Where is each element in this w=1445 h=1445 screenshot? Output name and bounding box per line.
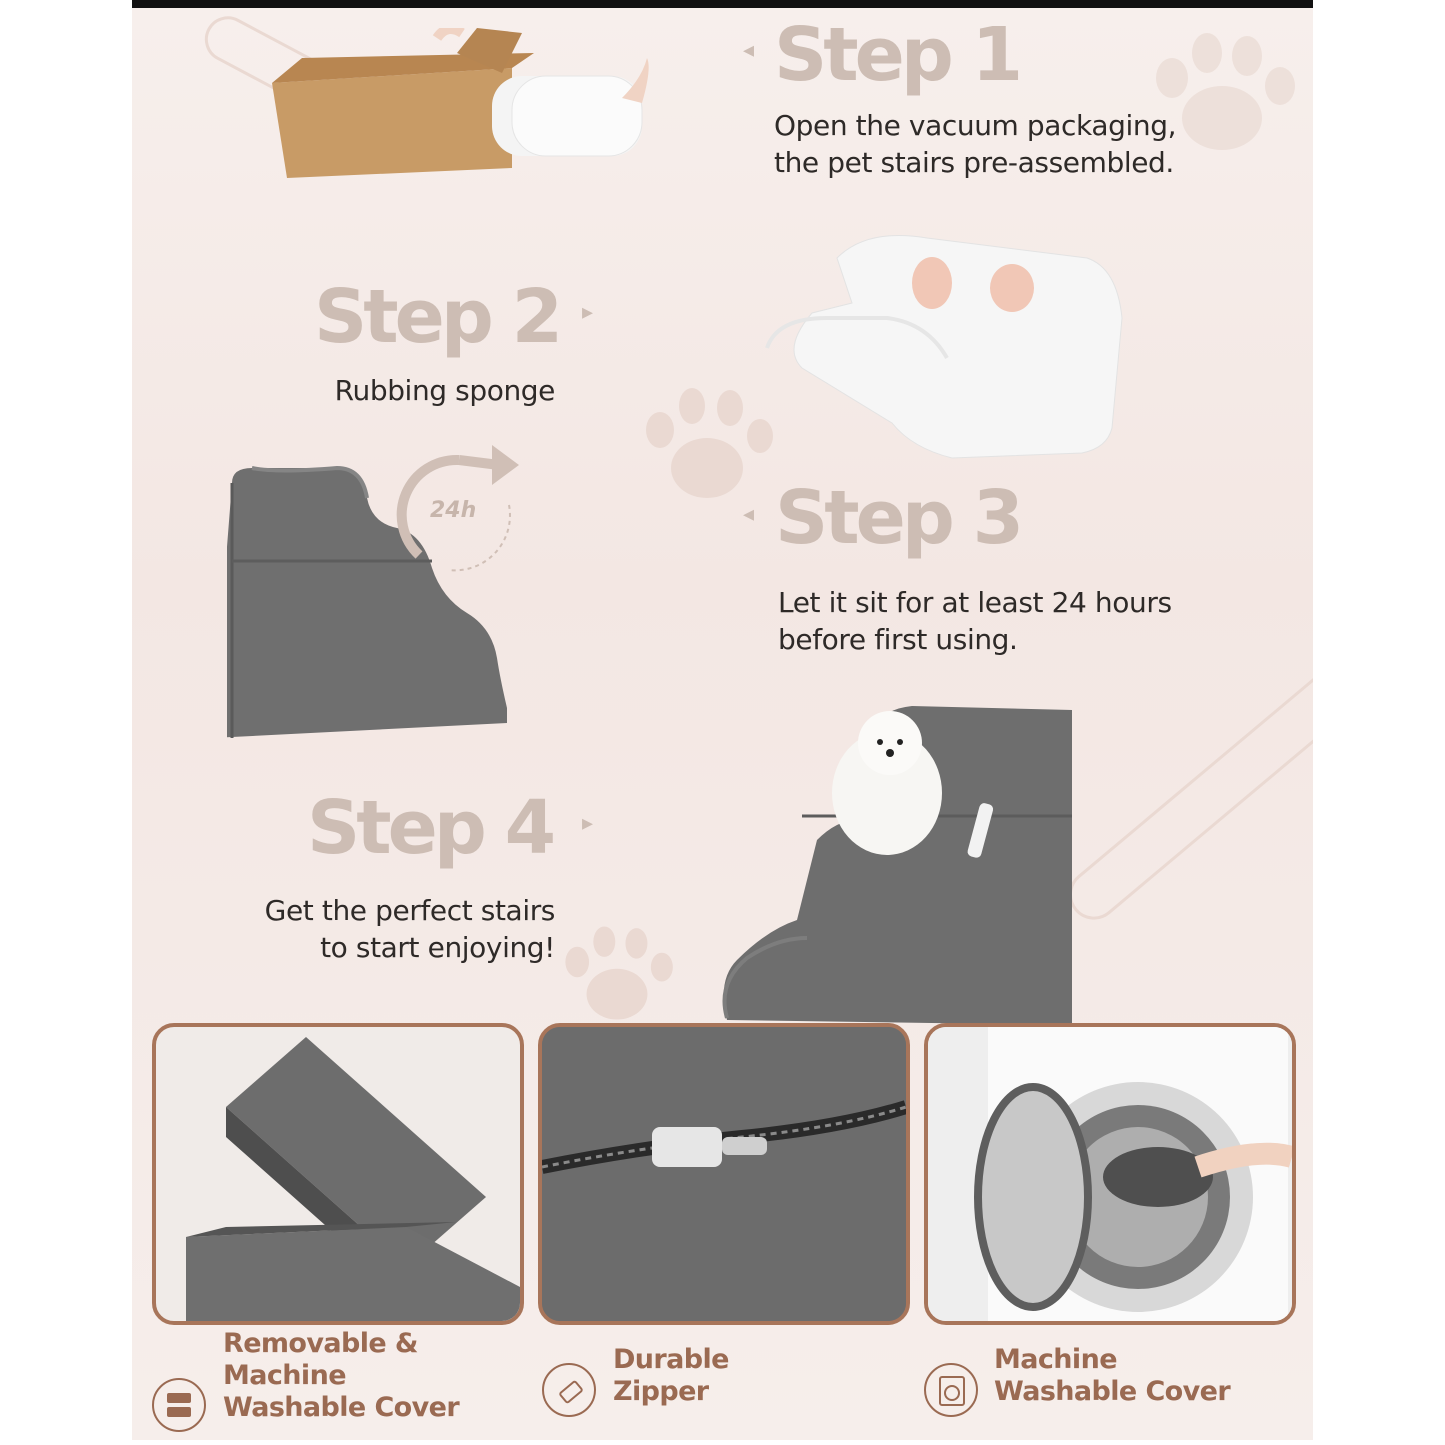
arrow-right-icon: ▸ <box>582 811 594 836</box>
top-border <box>132 0 1313 8</box>
feature-label-line: Removable & <box>223 1328 418 1359</box>
step-4-desc-line-1: Get the perfect stairs <box>264 894 556 927</box>
zipper-icon <box>542 1363 596 1417</box>
box-unpacking-illustration <box>272 28 649 178</box>
step-2-desc: Rubbing sponge <box>334 374 556 407</box>
step-1-desc-line-2: the pet stairs pre-assembled. <box>774 146 1174 179</box>
stairs-with-dog-illustration <box>722 706 1072 1025</box>
bone-decoration <box>1058 656 1313 930</box>
step-3-title: Step 3 <box>775 475 1024 561</box>
step-1-title: Step 1 <box>774 12 1023 98</box>
foam-stairs-illustration <box>765 235 1123 459</box>
arrow-left-icon: ◂ <box>743 502 755 527</box>
paw-print-icon <box>646 388 773 498</box>
feature-label-line: Durable <box>613 1344 729 1375</box>
step-2-title: Step 2 <box>314 274 563 360</box>
washing-machine-icon <box>924 1363 978 1417</box>
feature-photo-cover <box>152 1023 524 1325</box>
feature-photo-zipper <box>538 1023 910 1325</box>
arrow-left-icon: ◂ <box>743 38 755 63</box>
step-4-title: Step 4 <box>307 785 556 871</box>
feature-label-line: Machine <box>994 1344 1118 1375</box>
timer-icon <box>396 445 519 572</box>
step-1-desc-line-1: Open the vacuum packaging, <box>774 109 1177 142</box>
feature-label-line: Zipper <box>613 1376 709 1407</box>
feature-label-line: Machine <box>223 1360 347 1391</box>
infographic-panel: ◂ Step 1 Open the vacuum packaging, the … <box>132 8 1313 1440</box>
paw-print-icon <box>565 926 673 1020</box>
arrow-right-icon: ▸ <box>582 300 594 325</box>
cover-layers-icon <box>152 1378 206 1432</box>
paw-print-icon <box>1156 33 1295 150</box>
step-3-desc-line-1: Let it sit for at least 24 hours <box>778 586 1172 619</box>
feature-photo-washing-machine <box>924 1023 1296 1325</box>
feature-label-line: Washable Cover <box>994 1376 1231 1407</box>
step-4-desc-line-2: to start enjoying! <box>320 931 555 964</box>
feature-label-line: Washable Cover <box>223 1392 460 1423</box>
step-3-desc-line-2: before first using. <box>778 623 1018 656</box>
timer-label: 24h <box>430 498 477 523</box>
gray-stairs-illustration <box>227 465 507 738</box>
